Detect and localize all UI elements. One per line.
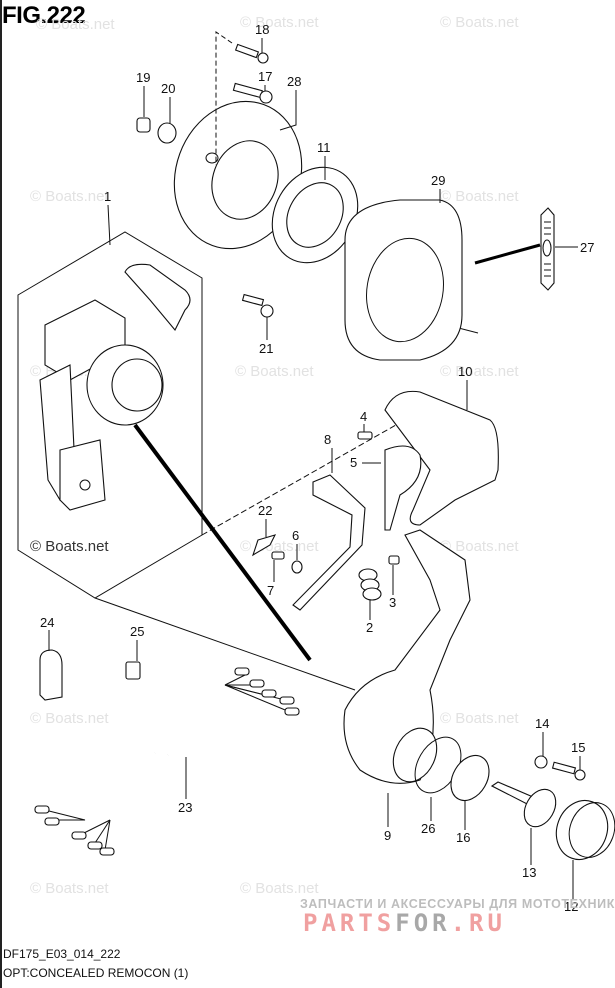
part-8-lever	[292, 474, 366, 611]
callout-16: 16	[456, 830, 470, 845]
part-4-bolt	[357, 431, 373, 440]
left-border-rule	[0, 0, 2, 988]
watermark: © Boats.net	[440, 710, 519, 727]
callout-2: 2	[366, 620, 373, 635]
promo-brand-part2: FOR	[395, 909, 451, 937]
callout-9: 9	[384, 828, 391, 843]
callout-6: 6	[292, 528, 299, 543]
watermark: © Boats.net	[30, 880, 109, 897]
part-13-shaft	[490, 781, 557, 828]
callout-10: 10	[458, 364, 472, 379]
part-19-nut	[136, 117, 151, 133]
part-27-position-label	[540, 207, 555, 291]
callout-3: 3	[389, 595, 396, 610]
callout-19: 19	[136, 70, 150, 85]
callout-25: 25	[130, 624, 144, 639]
part-11-detent-ring	[271, 166, 359, 264]
figure-code: DF175_E03_014_222	[3, 947, 121, 961]
callout-11: 11	[317, 140, 331, 155]
figure-caption: OPT:CONCEALED REMOCON (1)	[3, 966, 189, 980]
part-20-washer	[157, 122, 177, 144]
part-9-housing	[343, 529, 471, 784]
watermark: © Boats.net	[440, 363, 519, 380]
part-25-clip	[125, 661, 141, 680]
part-16-plate	[450, 754, 490, 802]
promo-tagline: ЗАПЧАСТИ И АКСЕССУАРЫ ДЛЯ МОТОТЕХНИКИ	[300, 897, 615, 911]
part-10-cover	[384, 390, 499, 526]
callout-27: 27	[580, 240, 594, 255]
part-12-cap	[555, 799, 615, 861]
part-22-clip	[252, 534, 277, 557]
part-3-bolt	[388, 555, 400, 565]
promo-brand-logo: PARTSFOR.RU	[303, 909, 506, 937]
part-2-spring	[358, 568, 382, 601]
watermark: © Boats.net	[440, 14, 519, 31]
callout-13: 13	[522, 865, 536, 880]
promo-brand-part1: PARTS	[303, 909, 396, 937]
callout-20: 20	[161, 81, 175, 96]
callout-17: 17	[258, 69, 272, 84]
callout-1: 1	[104, 189, 111, 204]
callout-23: 23	[178, 800, 192, 815]
watermark: © Boats.net	[440, 538, 519, 555]
part-21-screw	[241, 293, 274, 318]
callout-22: 22	[258, 503, 272, 518]
callout-21: 21	[259, 341, 273, 356]
watermark: © Boats.net	[240, 14, 319, 31]
part-17-screw	[232, 82, 273, 104]
part-23-wire-harness	[34, 667, 300, 856]
watermark: © Boats.net	[36, 16, 115, 33]
watermark: © Boats.net	[30, 710, 109, 727]
watermark: © Boats.net	[235, 363, 314, 380]
callout-24: 24	[40, 615, 54, 630]
callout-26: 26	[421, 821, 435, 836]
callout-4: 4	[360, 409, 367, 424]
callout-29: 29	[431, 173, 445, 188]
part-24-cable-end	[39, 649, 63, 701]
part-14-washer	[534, 755, 548, 769]
callout-18: 18	[255, 22, 269, 37]
callout-5: 5	[350, 455, 357, 470]
callout-14: 14	[535, 716, 549, 731]
watermark: © Boats.net	[240, 880, 319, 897]
watermark-dark: © Boats.net	[30, 538, 109, 555]
part-6-washer	[291, 560, 303, 574]
callout-15: 15	[571, 740, 585, 755]
part-1-remote-control-assembly	[17, 231, 203, 599]
callout-12: 12	[564, 899, 578, 914]
part-7-bolt	[271, 551, 285, 560]
watermark: © Boats.net	[440, 188, 519, 205]
callout-28: 28	[287, 74, 301, 89]
watermark: © Boats.net	[30, 188, 109, 205]
figure-title: FIG.222	[2, 2, 86, 29]
part-18-screw	[234, 43, 269, 64]
part-29-gasket-pad	[344, 199, 463, 361]
part-5-detent-spring	[384, 445, 422, 531]
callout-7: 7	[267, 583, 274, 598]
promo-brand-part3: .RU	[450, 909, 506, 937]
callout-8: 8	[324, 432, 331, 447]
